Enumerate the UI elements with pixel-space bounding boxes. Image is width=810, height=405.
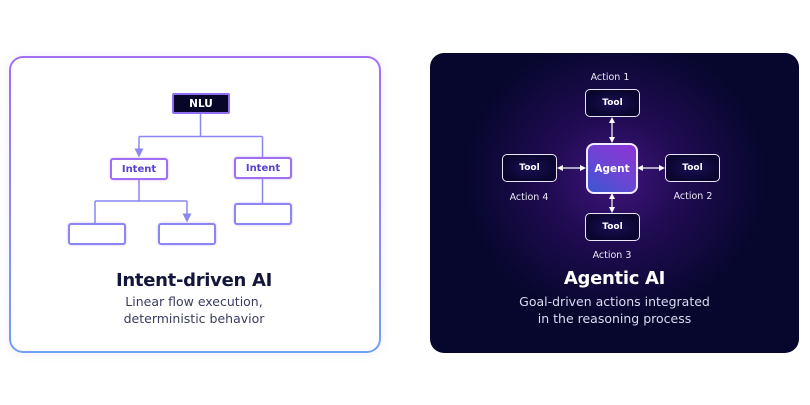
- tool-label: Tool: [602, 222, 623, 232]
- intent-label: Intent: [121, 163, 157, 175]
- nlu-label: NLU: [189, 97, 213, 110]
- intent-node-right: Intent: [234, 157, 292, 179]
- tool-label: Tool: [602, 98, 623, 108]
- subtitle-line: Linear flow execution,: [125, 294, 263, 309]
- intent-driven-subtitle: Linear flow execution, deterministic beh…: [0, 294, 388, 327]
- agent-node: Agent: [586, 143, 638, 194]
- intent-driven-title: Intent-driven AI: [116, 270, 272, 291]
- intent-label: Intent: [245, 162, 281, 174]
- leaf-node: [68, 223, 126, 245]
- leaf-node: [158, 223, 216, 245]
- tool-label: Tool: [519, 163, 540, 173]
- tool-label: Tool: [682, 163, 703, 173]
- nlu-node: NLU: [172, 93, 230, 114]
- action-1-label: Action 1: [590, 72, 630, 83]
- tool-node-bottom: Tool: [585, 213, 640, 241]
- action-4-label: Action 4: [509, 192, 549, 203]
- intent-node-left: Intent: [110, 158, 168, 180]
- agentic-title: Agentic AI: [563, 268, 666, 289]
- tool-node-top: Tool: [585, 89, 640, 117]
- subtitle-line: deterministic behavior: [123, 310, 265, 326]
- agentic-subtitle: Goal-driven actions integrated in the re…: [430, 294, 799, 327]
- subtitle-line: Goal-driven actions integrated: [519, 294, 710, 309]
- agent-label: Agent: [594, 162, 630, 175]
- leaf-node: [234, 203, 292, 225]
- tool-node-right: Tool: [665, 154, 720, 182]
- tool-node-left: Tool: [502, 154, 557, 182]
- action-3-label: Action 3: [592, 250, 632, 261]
- subtitle-line: in the reasoning process: [537, 310, 692, 326]
- action-2-label: Action 2: [673, 191, 713, 202]
